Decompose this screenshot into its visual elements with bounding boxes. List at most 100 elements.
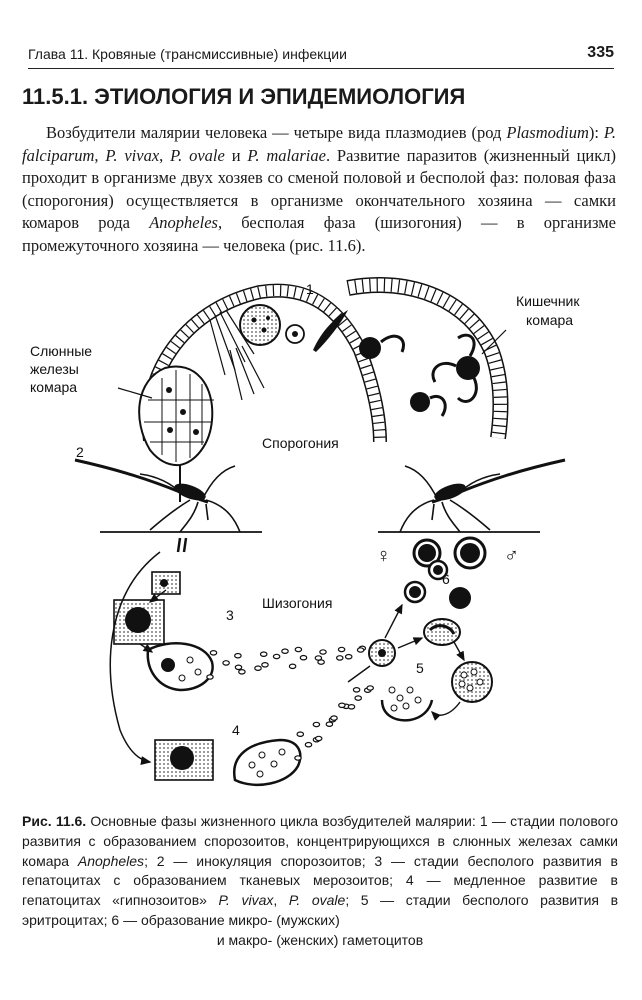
species-ovale: P. ovale bbox=[170, 145, 225, 165]
caption-label: Рис. 11.6. bbox=[22, 813, 87, 829]
midgut-wall-right bbox=[346, 277, 509, 440]
erythrocyte-rupture bbox=[380, 686, 434, 722]
merozoite bbox=[317, 659, 325, 665]
section-heading: 11.5.1. ЭТИОЛОГИЯ И ЭПИДЕМИОЛОГИЯ bbox=[22, 84, 466, 109]
liver-arrow-left bbox=[109, 551, 161, 765]
species-sep-3: и bbox=[224, 145, 248, 165]
merozoite bbox=[261, 661, 269, 668]
vector-genus: Anopheles bbox=[149, 213, 218, 232]
page-number: 335 bbox=[587, 44, 614, 61]
gametocytes bbox=[412, 536, 487, 570]
life-cycle-figure: Слюнные железы комара Кишечник комара Сп… bbox=[30, 270, 612, 810]
merozoite bbox=[347, 703, 356, 710]
mosquito-left bbox=[74, 458, 241, 533]
hepatocyte-schizont bbox=[113, 599, 165, 645]
caption-text-2: ; 2 — инокуляция спорозоитов; 3 — стадии… bbox=[22, 852, 618, 909]
gametocyte-precursors bbox=[403, 559, 471, 609]
stage-number-5: 5 bbox=[416, 660, 424, 676]
merozoite bbox=[288, 663, 297, 670]
body-text-1: Возбудители малярии человека — четыре ви… bbox=[46, 123, 507, 142]
erythrocyte-trophozoite bbox=[423, 618, 461, 646]
caption-species-vivax: P. vivax bbox=[218, 892, 274, 909]
merozoite bbox=[366, 685, 375, 691]
merozoite bbox=[356, 647, 365, 653]
figure-caption: Рис. 11.6. Основные фазы жизненного цикл… bbox=[22, 812, 618, 951]
hepatocyte-small bbox=[151, 571, 181, 595]
merozoite bbox=[354, 695, 363, 701]
merozoite bbox=[254, 665, 262, 672]
body-paragraph: Возбудители малярии человека — четыре ви… bbox=[22, 122, 616, 257]
oocyst-large bbox=[239, 304, 281, 346]
merozoite bbox=[352, 686, 361, 693]
merozoite bbox=[296, 731, 305, 738]
merozoite bbox=[294, 755, 302, 761]
header-rule bbox=[28, 68, 614, 69]
merozoite bbox=[206, 674, 214, 680]
caption-species-ovale: P. ovale bbox=[288, 892, 346, 909]
chapter-title: Глава 11. Кровяные (трансмиссивные) инфе… bbox=[28, 46, 347, 62]
genus-name: Plasmodium bbox=[506, 123, 589, 142]
merozoite bbox=[319, 649, 327, 655]
merozoite bbox=[312, 721, 321, 728]
caption-sep: , bbox=[273, 892, 289, 909]
merozoite bbox=[234, 652, 242, 659]
species-vivax: P. vivax bbox=[105, 145, 160, 165]
merozoite bbox=[314, 735, 323, 742]
ookinete bbox=[313, 310, 348, 352]
merozoite bbox=[234, 664, 243, 671]
merozoite-stream bbox=[206, 645, 375, 761]
label-schizogony: Шизогония bbox=[262, 595, 332, 611]
hepatocyte-rupturing bbox=[146, 642, 214, 692]
merozoite bbox=[344, 653, 353, 660]
merozoite bbox=[325, 721, 334, 728]
body-text-2: ): bbox=[588, 123, 604, 142]
merozoite bbox=[338, 702, 346, 709]
female-symbol: ♀ bbox=[376, 545, 391, 567]
label-salivary-1: Слюнные bbox=[30, 343, 92, 359]
species-falciparum: P. falciparum bbox=[22, 123, 616, 165]
erythrocyte-ring bbox=[368, 639, 396, 667]
merozoite bbox=[238, 668, 246, 675]
merozoite bbox=[294, 646, 303, 653]
midgut-wall-left bbox=[141, 283, 387, 443]
merozoite bbox=[272, 653, 281, 660]
pointer-gut bbox=[481, 329, 507, 355]
hepatocyte-hypnozoite bbox=[154, 739, 214, 781]
merozoite bbox=[281, 648, 289, 655]
species-sep-2: , bbox=[159, 145, 171, 165]
salivary-gland bbox=[138, 365, 214, 502]
pointer-salivary bbox=[117, 387, 153, 399]
label-gut-1: Кишечник bbox=[516, 293, 580, 309]
male-symbol: ♂ bbox=[504, 545, 519, 567]
caption-text-3: ; 5 — стадии бесполого развития в эритро… bbox=[22, 892, 619, 928]
sporozoite-bundles bbox=[209, 309, 265, 401]
mosquito-right bbox=[399, 458, 566, 533]
merozoite bbox=[337, 646, 346, 653]
species-malariae: P. malariae bbox=[247, 145, 326, 165]
hepatocyte-merozoites bbox=[232, 738, 302, 787]
label-gut-2: комара bbox=[526, 312, 573, 328]
running-head: Глава 11. Кровяные (трансмиссивные) инфе… bbox=[28, 44, 614, 66]
body-text-4: , бесполая фаза (шизогония) — в организм… bbox=[22, 213, 616, 255]
caption-vector: Anopheles bbox=[77, 852, 145, 869]
merozoite bbox=[304, 741, 313, 748]
merozoite bbox=[330, 715, 338, 721]
stage-number-1: 1 bbox=[306, 281, 314, 297]
stage-number-2: 2 bbox=[76, 444, 84, 460]
stage-number-3: 3 bbox=[226, 607, 234, 623]
life-cycle-diagram: Слюнные железы комара Кишечник комара Сп… bbox=[30, 277, 580, 787]
stage-number-6: 6 bbox=[442, 571, 450, 587]
merozoite bbox=[222, 660, 230, 666]
merozoite bbox=[335, 655, 344, 661]
species-sep-1: , bbox=[94, 145, 106, 165]
label-salivary-2: железы bbox=[30, 361, 79, 377]
merozoite bbox=[299, 654, 308, 661]
label-salivary-3: комара bbox=[30, 379, 77, 395]
body-text-3: . Развитие паразитов (жизненный цикл) пр… bbox=[22, 145, 617, 233]
erythrocyte-schizont bbox=[451, 661, 493, 703]
caption-text-1: Основные фазы жизненного цикла возбудите… bbox=[22, 813, 618, 869]
merozoite bbox=[209, 649, 218, 656]
label-sporogony: Спорогония bbox=[262, 435, 339, 451]
caption-text-4: и макро- (женских) гаметоцитов bbox=[216, 931, 424, 948]
